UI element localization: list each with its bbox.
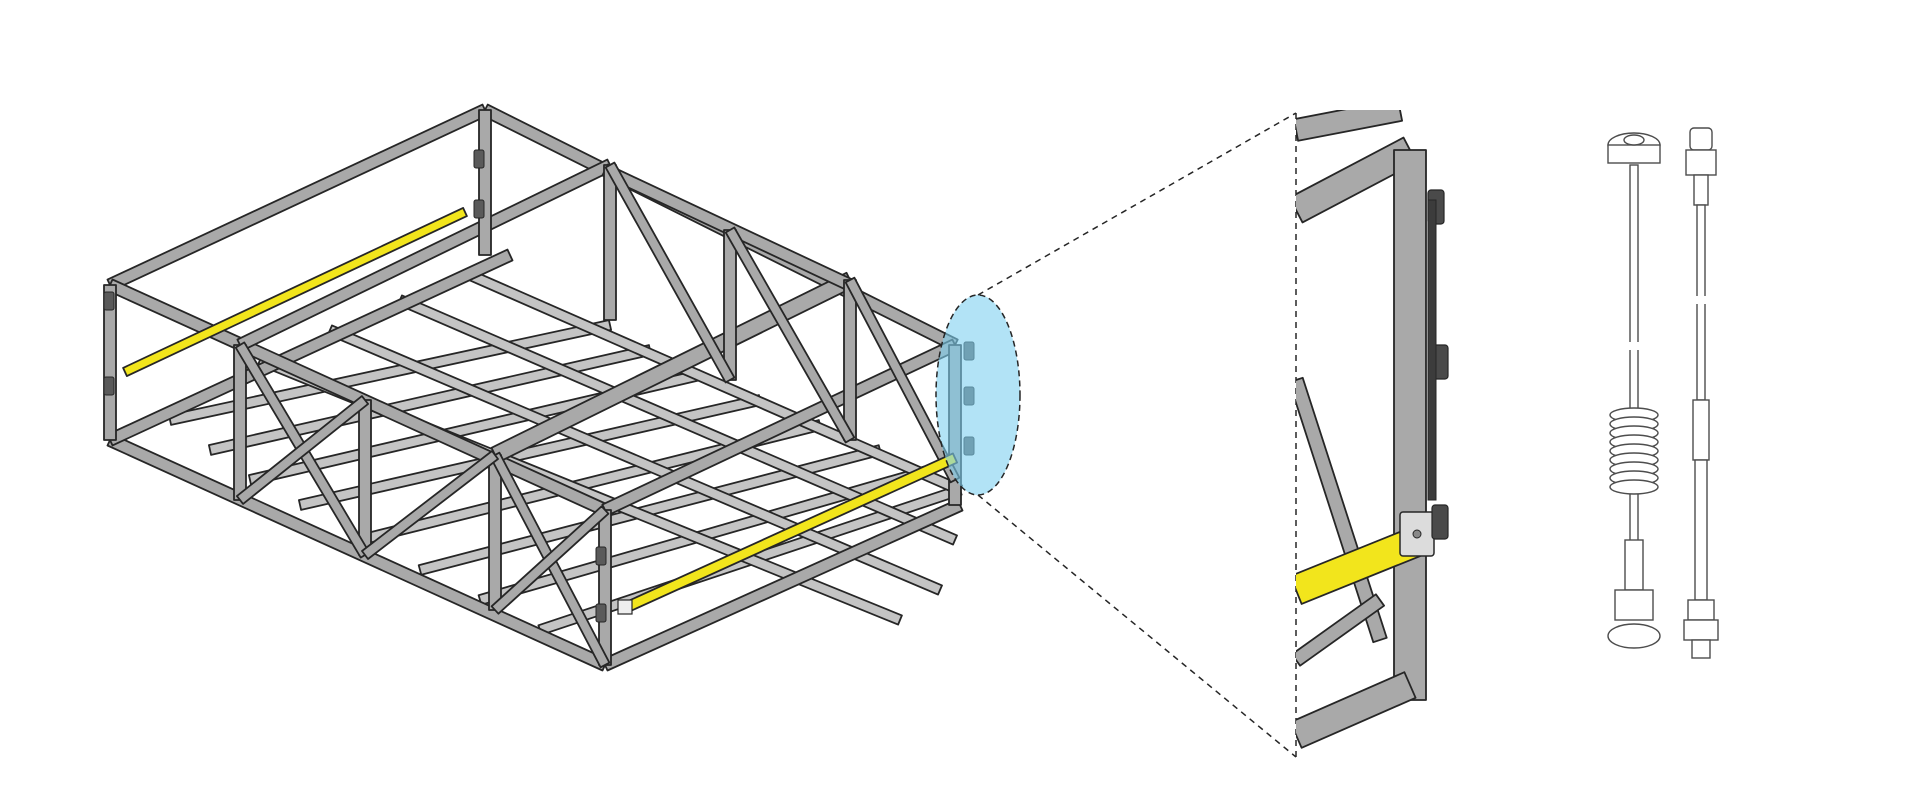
- vertical-post: [233, 344, 247, 501]
- top-back-left-beam: [106, 103, 489, 292]
- detail-bottom-beam: [1296, 671, 1417, 749]
- vertical-post: [603, 164, 617, 321]
- floor-beam: [207, 344, 652, 456]
- vertical-post: [488, 454, 502, 611]
- floor-beam: [297, 394, 762, 511]
- bolt-sleeve: [1624, 539, 1644, 591]
- bolt-spring-coil: [1609, 479, 1659, 495]
- detail-clip: [1431, 504, 1449, 540]
- spring-bolt-icon: [1607, 132, 1661, 649]
- bolt-foot: [1607, 623, 1661, 649]
- diagonal-brace: [235, 395, 370, 505]
- bracket-clip: [473, 199, 485, 219]
- detail-channel: [1427, 199, 1437, 501]
- bolt-base: [1614, 589, 1654, 621]
- rod-break-gap: [1690, 296, 1714, 304]
- vertical-post: [358, 399, 372, 556]
- rod-washer: [1683, 619, 1719, 641]
- bracket-clip: [595, 546, 607, 566]
- rod-end: [1691, 639, 1711, 659]
- detail-top-back-beam: [1296, 110, 1403, 142]
- zoom-leader-lines: [977, 112, 1297, 758]
- bracket-clip: [103, 291, 115, 311]
- bolt-break-gap: [1622, 342, 1646, 350]
- top-cross-beam: [236, 158, 614, 352]
- vertical-post: [478, 109, 492, 256]
- rod-top-nut: [1689, 127, 1713, 151]
- rod-coupler: [1692, 399, 1710, 461]
- detail-vertical-post: [1393, 149, 1427, 701]
- detail-bracket-bolt: [1412, 529, 1422, 539]
- diagonal-brace: [604, 161, 736, 384]
- detail-zoom-view: [1296, 110, 1449, 749]
- bracket-clip: [595, 603, 607, 623]
- rod-nut: [1687, 599, 1715, 621]
- rail-end-cap: [617, 599, 633, 615]
- diagonal-brace: [361, 450, 499, 560]
- rod-neck: [1693, 174, 1709, 206]
- diagonal-brace: [490, 505, 610, 615]
- detail-top-beam: [1296, 136, 1418, 224]
- rod-lower-shaft: [1694, 459, 1708, 601]
- diagonal-brace: [724, 226, 856, 444]
- bolt-top-body: [1607, 144, 1661, 164]
- rod-collar: [1685, 149, 1717, 176]
- yellow-rail-back: [122, 206, 468, 378]
- detail-lower-brace: [1296, 593, 1385, 667]
- vertical-post: [843, 279, 857, 441]
- vertical-post: [723, 229, 737, 381]
- vertical-post: [598, 509, 612, 666]
- leader-line-bottom: [977, 494, 1297, 758]
- detail-highlight-ellipse: [935, 294, 1021, 496]
- bolt-top-slot: [1623, 134, 1645, 146]
- highlight-ellipse: [935, 294, 1021, 496]
- bolt-shaft: [1629, 164, 1639, 561]
- threaded-rod-icon: [1683, 127, 1719, 659]
- bracket-clip: [473, 149, 485, 169]
- bracket-clip: [103, 376, 115, 396]
- truss-frame-icon: [103, 103, 964, 672]
- leader-line-top: [977, 112, 1297, 296]
